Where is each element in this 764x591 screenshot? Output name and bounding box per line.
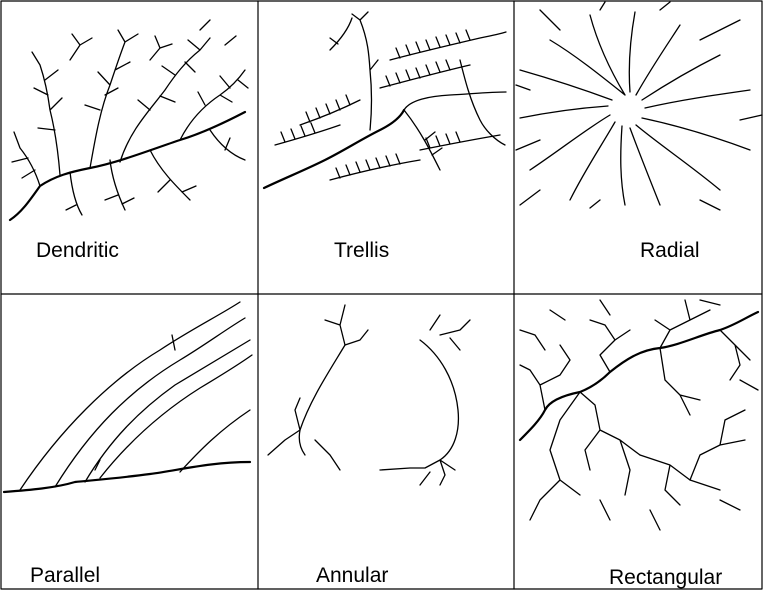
dendritic-pattern — [10, 20, 248, 220]
panel-label-trellis: Trellis — [334, 240, 389, 261]
trellis-pattern — [264, 12, 506, 188]
rectangular-pattern — [520, 300, 758, 530]
panel-label-dendritic: Dendritic — [36, 240, 119, 261]
annular-pattern — [268, 305, 470, 485]
panel-label-annular: Annular — [316, 565, 388, 586]
panel-label-rectangular: Rectangular — [609, 567, 722, 588]
radial-pattern — [516, 2, 762, 210]
panel-label-parallel: Parallel — [30, 565, 100, 586]
parallel-pattern — [4, 302, 252, 492]
panel-label-radial: Radial — [640, 240, 700, 261]
